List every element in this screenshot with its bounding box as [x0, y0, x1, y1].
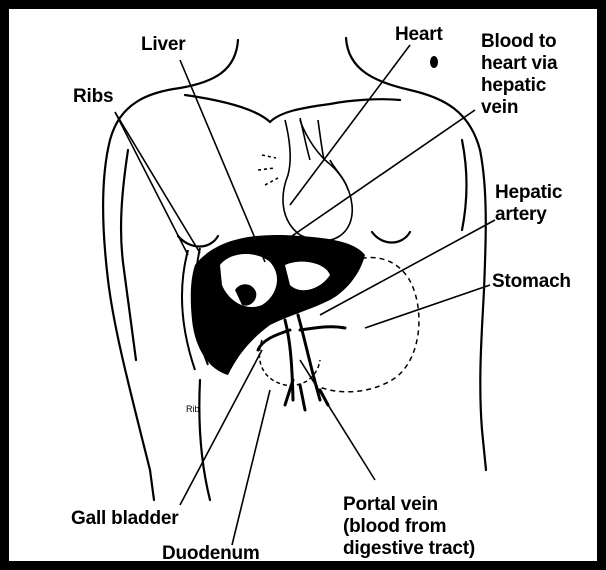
rib-small-label: Rib	[186, 404, 200, 414]
label-liver: Liver	[141, 34, 185, 56]
leader-ribs-a	[115, 112, 188, 255]
leader-portal-vein	[300, 360, 375, 480]
leader-stomach	[365, 285, 490, 328]
leader-gall-bladder	[180, 350, 262, 505]
label-hepatic-artery: Hepatic artery	[495, 182, 562, 226]
label-portal-line-3: digestive tract)	[343, 538, 475, 560]
label-blood-to-heart: Blood to heart via hepatic vein	[481, 31, 557, 119]
leader-liver	[180, 60, 265, 262]
label-duodenum: Duodenum	[162, 543, 260, 565]
heart-apex-mark	[430, 56, 438, 68]
leader-heart	[290, 45, 410, 205]
label-portal-vein: Portal vein (blood from digestive tract)	[343, 494, 475, 560]
label-gall-bladder: Gall bladder	[71, 508, 178, 530]
label-heart: Heart	[395, 24, 443, 46]
heart-illustration	[258, 118, 352, 241]
label-portal-line-2: (blood from	[343, 516, 475, 538]
label-stomach: Stomach	[492, 271, 571, 293]
label-hepatic-line-1: Hepatic	[495, 182, 562, 204]
label-blood-line-3: hepatic	[481, 75, 557, 97]
label-portal-line-1: Portal vein	[343, 494, 475, 516]
label-hepatic-line-2: artery	[495, 204, 562, 226]
label-ribs: Ribs	[73, 86, 113, 108]
label-blood-line-1: Blood to	[481, 31, 557, 53]
label-blood-line-2: heart via	[481, 53, 557, 75]
leader-ribs-b	[115, 112, 200, 253]
label-blood-line-4: vein	[481, 97, 557, 119]
leader-duodenum	[232, 390, 270, 545]
